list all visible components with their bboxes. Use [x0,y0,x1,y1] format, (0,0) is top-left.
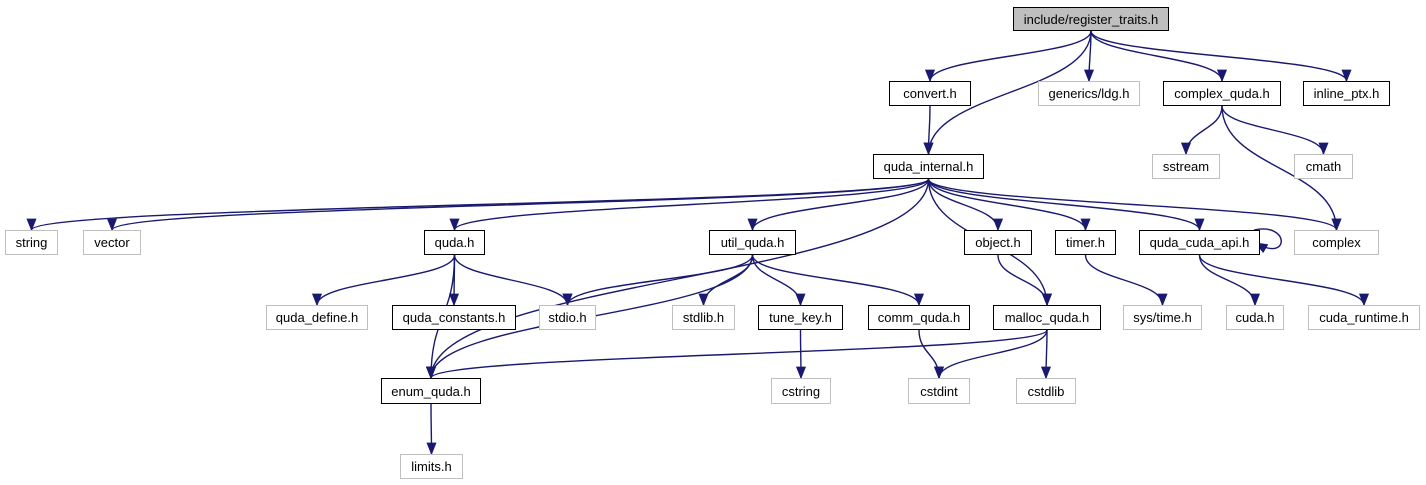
node-quda[interactable]: quda.h [424,230,485,255]
edge-quda-to-quda_define [312,254,456,307]
edge-object-to-malloc_quda [997,254,1053,307]
node-object[interactable]: object.h [964,230,1032,255]
edge-quda_internal-to-quda [449,178,930,232]
edge-complex_quda-to-cmath [1221,105,1329,156]
edge-enum_quda-to-limits [426,403,437,456]
node-sys-time: sys/time.h [1123,305,1202,330]
node-cstdlib: cstdlib [1016,378,1076,404]
node-sstream: sstream [1152,154,1220,179]
node-cmath: cmath [1294,154,1353,179]
edge-register_traits-to-generics_ldg [1083,30,1095,83]
edge-util_quda-to-comm_quda [751,254,924,307]
node-limits: limits.h [400,454,463,479]
edge-util_quda-to-stdio [562,254,754,307]
node-stdlib: stdlib.h [672,305,735,330]
node-tune-key[interactable]: tune_key.h [758,305,843,330]
node-cstdint: cstdint [908,378,970,404]
node-malloc-quda[interactable]: malloc_quda.h [993,305,1101,330]
node-register-traits: include/register_traits.h [1013,7,1169,31]
edge-quda_internal-to-vector [107,178,930,232]
edge-util_quda-to-tune_key [751,254,806,307]
edge-register_traits-to-complex_quda [1090,30,1227,83]
edge-malloc_quda-to-cstdint [934,329,1048,380]
edge-tune_key-to-cstring [795,329,807,380]
edge-quda_internal-to-object [927,178,1004,232]
node-string: string [5,230,58,255]
edge-quda_internal-to-util_quda [747,178,930,232]
node-complex-quda[interactable]: complex_quda.h [1163,81,1281,106]
edge-quda_cuda_api-to-cuda [1198,254,1261,307]
edge-quda_cuda_api-to-quda_cuda_api [1253,228,1282,254]
node-complex: complex [1294,230,1379,255]
edge-convert-to-quda_internal [923,105,934,156]
edge-complex_quda-to-sstream [1180,105,1223,156]
node-generics-ldg: generics/ldg.h [1038,81,1140,106]
node-enum-quda[interactable]: enum_quda.h [381,378,481,404]
edge-quda_internal-to-enum_quda [426,178,930,380]
edge-malloc_quda-to-enum_quda [426,329,1048,380]
edge-malloc_quda-to-cstdlib [1040,329,1052,380]
edge-register_traits-to-convert [925,30,1092,83]
node-quda-define: quda_define.h [266,305,368,330]
edge-quda_cuda_api-to-cuda_runtime [1198,254,1369,307]
node-inline-ptx[interactable]: inline_ptx.h [1303,81,1390,106]
edge-util_quda-to-stdlib [698,254,754,307]
node-util-quda[interactable]: util_quda.h [709,230,796,255]
edge-quda_internal-to-string [26,178,930,232]
node-comm-quda[interactable]: comm_quda.h [868,305,970,330]
node-convert[interactable]: convert.h [889,81,971,106]
edge-quda-to-stdio [453,254,573,307]
node-cstring: cstring [771,378,831,404]
node-quda-constants[interactable]: quda_constants.h [392,305,516,330]
edge-timer-to-sys_time [1084,254,1168,307]
node-quda-cuda-api[interactable]: quda_cuda_api.h [1139,230,1260,255]
node-cuda: cuda.h [1226,305,1284,330]
node-cuda-runtime: cuda_runtime.h [1308,305,1420,330]
edge-complex_quda-to-complex [1221,105,1342,232]
node-quda-internal[interactable]: quda_internal.h [873,154,984,179]
edge-quda_internal-to-quda_cuda_api [927,178,1205,232]
node-stdio: stdio.h [539,305,596,330]
edge-comm_quda-to-cstdint [918,329,945,380]
edge-register_traits-to-inline_ptx [1090,30,1352,83]
edge-quda_internal-to-timer [927,178,1091,232]
edge-register_traits-to-quda_internal [923,30,1092,156]
edge-quda_internal-to-complex [927,178,1342,232]
node-timer[interactable]: timer.h [1055,230,1116,255]
node-vector: vector [83,230,141,255]
